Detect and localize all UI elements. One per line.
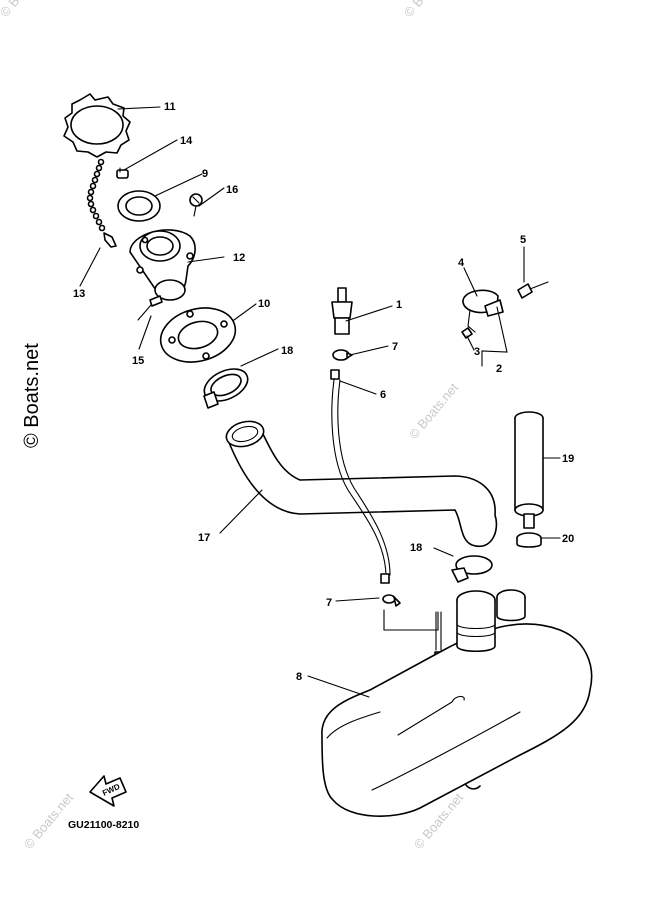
- callout-12: 12: [233, 252, 245, 264]
- fuel-tank: [321, 589, 593, 817]
- screw-long: [137, 295, 163, 321]
- diagram-code: GU21100-8210: [68, 819, 139, 831]
- callout-11: 11: [164, 101, 176, 113]
- bolt: [517, 281, 549, 299]
- callout-10: 10: [258, 298, 270, 310]
- callout-13: 13: [73, 288, 85, 300]
- faint-watermark-1: © Boats.net: [0, 0, 52, 20]
- callout-5: 5: [520, 234, 526, 246]
- hose-clamp-lower: [451, 555, 493, 583]
- fwd-arrow: FWD: [89, 775, 127, 807]
- callout-7-lower: 7: [326, 597, 332, 609]
- cap-chain: [86, 158, 117, 248]
- screw: [116, 167, 129, 179]
- callout-8: 8: [296, 671, 302, 683]
- callout-17: 17: [198, 532, 210, 544]
- callout-15: 15: [132, 355, 144, 367]
- callout-19: 19: [562, 453, 574, 465]
- callout-18-upper: 18: [281, 345, 293, 357]
- filler-hose: [225, 420, 498, 548]
- fuel-cap: [63, 93, 131, 158]
- callout-9: 9: [202, 168, 208, 180]
- callout-16: 16: [226, 184, 238, 196]
- leader-lines: [79, 106, 561, 698]
- screw-small: [189, 193, 203, 217]
- callout-3: 3: [474, 346, 480, 358]
- faint-watermark-2: © Boats.net: [401, 0, 457, 20]
- callout-labels: 1 2 3 4 5 6 7 7 8 9 10 11 12 13 14 15 16…: [73, 101, 574, 683]
- callout-1: 1: [396, 299, 402, 311]
- filler-grommet: [117, 190, 161, 222]
- callout-7-upper: 7: [392, 341, 398, 353]
- strap-clamp: [462, 289, 504, 333]
- callout-18-lower: 18: [410, 542, 422, 554]
- vent-pipe: [514, 411, 544, 529]
- callout-6: 6: [380, 389, 386, 401]
- filler-gasket: [159, 307, 237, 363]
- callout-20: 20: [562, 533, 574, 545]
- filler-neck: [129, 229, 196, 301]
- callout-14: 14: [180, 135, 193, 147]
- hose-clamp-upper: [203, 368, 249, 409]
- callout-2: 2: [496, 363, 502, 375]
- pipe-grommet: [516, 532, 542, 548]
- hose-clip-lower: [382, 594, 401, 607]
- callout-4: 4: [458, 257, 465, 269]
- breather-fitting: [331, 287, 353, 335]
- washer: [461, 327, 473, 339]
- faint-watermark-3: © Boats.net: [406, 380, 462, 442]
- hose-clip-upper: [332, 349, 353, 361]
- boats-net-watermark: © Boats.net: [21, 343, 43, 448]
